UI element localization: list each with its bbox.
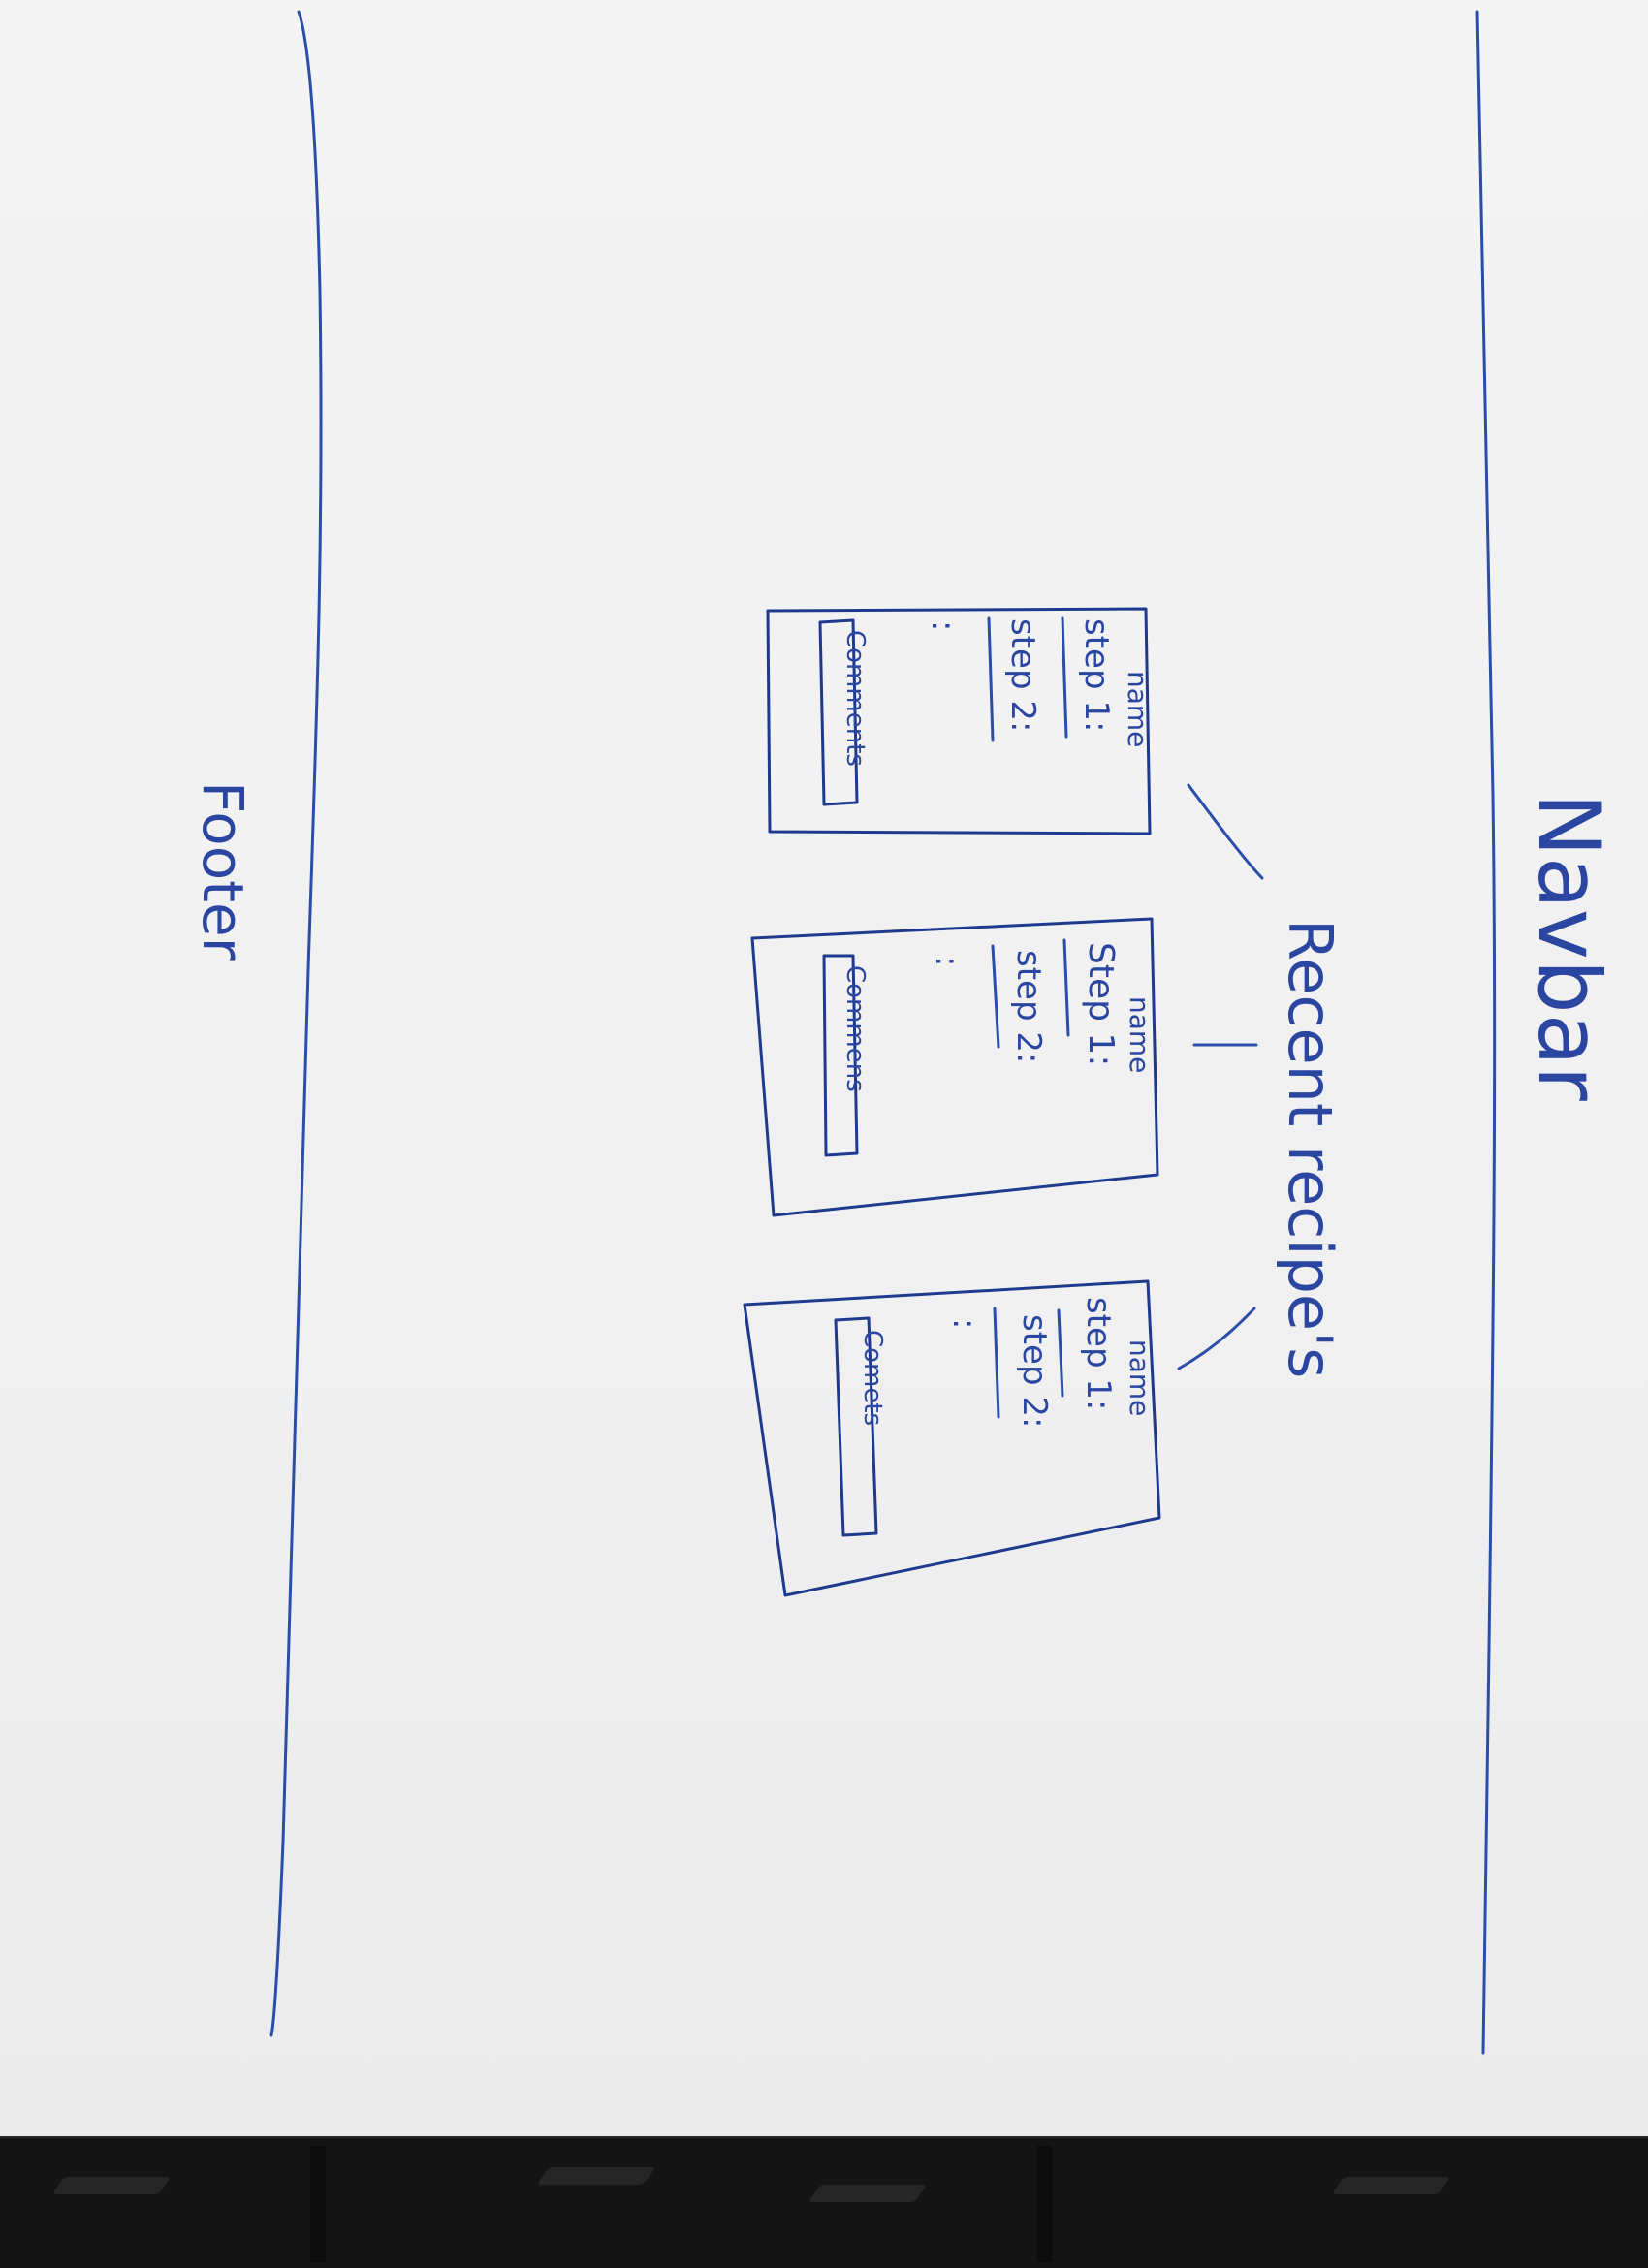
recipe-step-2: step 2:: [1009, 950, 1048, 1063]
comments-button-label: Commens: [840, 965, 870, 1092]
recipe-step-2: step 2:: [1015, 1314, 1054, 1428]
recipe-card: name Step 1: step 2: : Commens: [750, 917, 1159, 1217]
step-1-underline: [1057, 1308, 1064, 1398]
footer-label: Footer: [190, 781, 256, 961]
arrow-to-card-1: [1187, 783, 1264, 880]
recipe-step-1: step 1:: [1079, 1297, 1118, 1410]
step-1-underline: [1062, 938, 1070, 1037]
scanner-slot: [1037, 2146, 1053, 2262]
navbar-boundary-line: [1475, 10, 1497, 2055]
scanner-bed: [0, 2136, 1648, 2268]
recipe-name: name: [1124, 1339, 1156, 1416]
recipe-step-2: step 2:: [1003, 618, 1042, 732]
step-2-underline: [993, 1307, 1000, 1419]
recipe-card-outline: [743, 1279, 1161, 1597]
recipe-card: name step 1: step 2: : Comets: [743, 1279, 1161, 1597]
step-1-underline: [1061, 616, 1068, 739]
more-steps-dots: :: [928, 956, 967, 966]
recipe-name: name: [1124, 996, 1156, 1073]
arrow-to-card-3: [1177, 1307, 1256, 1370]
comments-button-label: Comments: [840, 630, 870, 767]
recipe-card: name step 1: step 2: : Comments: [766, 607, 1154, 835]
more-steps-dots: :: [924, 620, 963, 631]
comments-button-label: Comets: [858, 1330, 887, 1426]
navbar-label: Navbar: [1519, 793, 1619, 1102]
recent-recipes-label: Recent recipe's: [1275, 919, 1346, 1378]
comments-button[interactable]: [818, 618, 859, 806]
footer-boundary-line: [269, 10, 323, 2037]
scanner-slot: [310, 2146, 326, 2262]
comments-button[interactable]: [834, 1316, 878, 1537]
comments-button[interactable]: [822, 954, 859, 1157]
recipe-name: name: [1122, 671, 1154, 747]
recipe-step-1: step 1:: [1077, 618, 1116, 732]
recipe-card-outline: [750, 917, 1159, 1217]
step-2-underline: [987, 616, 995, 742]
recipe-step-1: Step 1:: [1081, 942, 1121, 1066]
more-steps-dots: :: [945, 1318, 984, 1329]
recipe-card-outline: [766, 607, 1152, 835]
step-2-underline: [991, 944, 1000, 1049]
